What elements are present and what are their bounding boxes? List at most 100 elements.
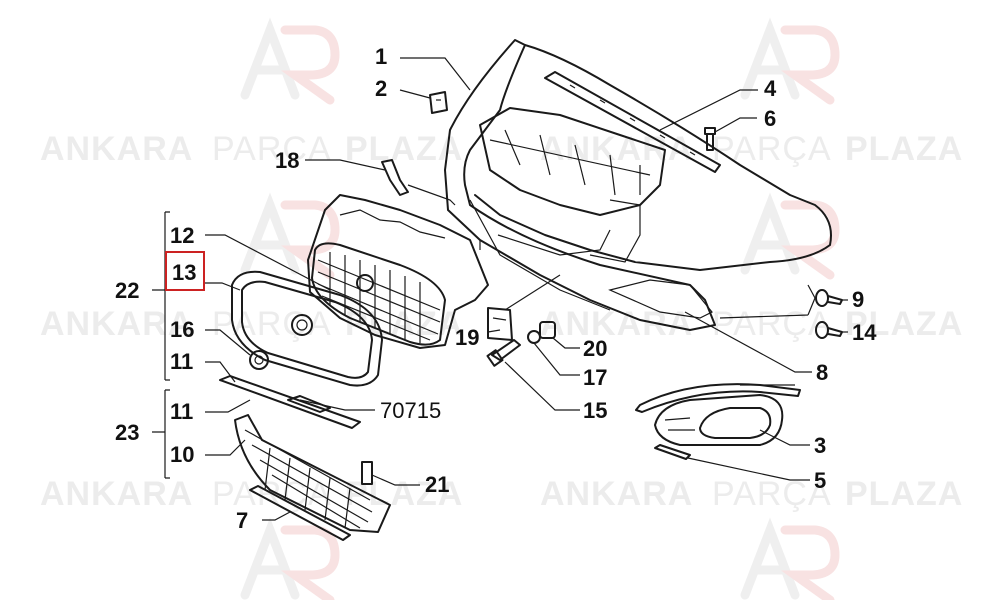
callout-70715: 70715 xyxy=(380,398,441,423)
screw-9 xyxy=(815,289,843,307)
upper-strip xyxy=(544,71,721,173)
callout-22: 22 xyxy=(115,278,139,303)
callout-7: 7 xyxy=(236,508,248,533)
bracket-19 xyxy=(487,307,513,341)
watermark-logo xyxy=(740,192,840,280)
callout-21: 21 xyxy=(425,472,449,497)
watermark-logo xyxy=(740,517,840,600)
callout-20: 20 xyxy=(583,336,607,361)
front-bumper xyxy=(444,39,832,331)
watermark-row-1: ANKARA PARÇA PLAZA ANKARA PARÇA PLAZA xyxy=(40,130,963,168)
grille-surround xyxy=(231,270,383,387)
washer-17 xyxy=(527,330,541,344)
watermark-logo xyxy=(240,17,340,105)
leader-16 xyxy=(205,329,251,356)
callout-5: 5 xyxy=(814,468,826,493)
callout-15: 15 xyxy=(583,398,607,423)
bolt-15 xyxy=(486,339,521,367)
callout-16: 16 xyxy=(170,317,194,342)
leader-7 xyxy=(262,511,291,521)
watermark-row-2: ANKARA PARÇA PLAZA ANKARA PARÇA PLAZA xyxy=(40,305,963,343)
group-bracket-23 xyxy=(152,389,170,479)
bumper-reinforcement xyxy=(479,107,666,216)
leader-19b xyxy=(504,274,561,311)
watermark-logo xyxy=(740,17,840,105)
callout-13: 13 xyxy=(172,260,196,285)
watermark-word-parca: PARÇA xyxy=(712,305,832,343)
watermark-word-plaza: PLAZA xyxy=(345,130,463,168)
upper-grille xyxy=(307,194,489,349)
leader-19 xyxy=(487,329,501,333)
screw-14 xyxy=(815,321,843,339)
leader-15 xyxy=(504,361,580,411)
watermark-texts: ANKARA PARÇA PLAZA ANKARA PARÇA PLAZA AN… xyxy=(40,130,963,513)
watermark-word-plaza: PLAZA xyxy=(345,475,463,513)
watermark-word-ankara: ANKARA xyxy=(540,130,693,168)
leader-8 xyxy=(684,311,812,373)
leader-11b xyxy=(205,399,251,413)
watermark-word-ankara: ANKARA xyxy=(40,305,193,343)
leader-1 xyxy=(400,57,471,91)
leader-4 xyxy=(659,89,758,131)
callout-19: 19 xyxy=(455,325,479,350)
leader-3 xyxy=(759,429,810,446)
fog-lamp-bezel-3 xyxy=(654,394,784,446)
callout-12: 12 xyxy=(170,223,194,248)
callout-8: 8 xyxy=(816,360,828,385)
callout-labels: 1 2 4 6 18 12 13 22 16 11 70715 23 11 10… xyxy=(115,44,877,533)
leader-17 xyxy=(533,342,580,376)
callout-2: 2 xyxy=(375,76,387,101)
watermark-word-parca: PARÇA xyxy=(712,475,832,513)
callout-6: 6 xyxy=(764,106,776,131)
watermark-word-parca: PARÇA xyxy=(212,305,332,343)
leader-2 xyxy=(399,89,431,99)
callout-10: 10 xyxy=(170,442,194,467)
watermark-word-plaza: PLAZA xyxy=(845,305,963,343)
watermark-word-parca: PARÇA xyxy=(712,130,832,168)
watermark-word-plaza: PLAZA xyxy=(845,130,963,168)
callout-4: 4 xyxy=(764,76,777,101)
watermark-logos xyxy=(240,17,840,600)
watermark-row-3: ANKARA PARÇA PLAZA ANKARA PARÇA PLAZA xyxy=(40,475,963,513)
clip-21 xyxy=(361,461,373,485)
emblem-16 xyxy=(249,350,269,370)
leader-18b xyxy=(407,184,456,206)
watermark-word-parca: PARÇA xyxy=(212,130,332,168)
watermark-word-plaza: PLAZA xyxy=(845,475,963,513)
callout-1: 1 xyxy=(375,44,387,69)
watermark-logo xyxy=(240,192,340,280)
leader-10 xyxy=(205,439,246,456)
watermark-word-ankara: ANKARA xyxy=(40,475,193,513)
bracket-2 xyxy=(429,91,448,114)
nut-20 xyxy=(539,321,556,339)
lower-strip-7 xyxy=(249,485,351,541)
group-bracket-22 xyxy=(152,211,170,381)
trim-strip-11-upper xyxy=(219,375,361,429)
clip-18 xyxy=(381,159,409,196)
watermark-word-ankara: ANKARA xyxy=(40,130,193,168)
leader-12 xyxy=(205,234,331,291)
leader-20 xyxy=(552,337,580,349)
callout-17: 17 xyxy=(583,365,607,390)
callout-14: 14 xyxy=(852,320,877,345)
callout-9: 9 xyxy=(852,287,864,312)
watermark-logo xyxy=(240,517,340,600)
leader-6 xyxy=(714,117,757,133)
bolt-6 xyxy=(704,127,716,151)
leader-70715 xyxy=(299,399,375,411)
trim-strip-70715 xyxy=(287,395,331,413)
watermark-word-ankara: ANKARA xyxy=(540,475,693,513)
leader-18 xyxy=(305,159,386,171)
callout-3: 3 xyxy=(814,433,826,458)
callout-11-lower: 11 xyxy=(170,399,193,424)
leader-11a xyxy=(205,361,236,383)
lower-grille xyxy=(234,414,391,533)
strip-5 xyxy=(654,444,691,460)
leader-lines xyxy=(205,57,848,521)
leader-21 xyxy=(371,474,420,486)
highlight-box-13 xyxy=(165,251,205,291)
callout-11-upper: 11 xyxy=(170,349,193,374)
leader-5 xyxy=(687,457,810,481)
fog-trim-8 xyxy=(635,383,801,413)
